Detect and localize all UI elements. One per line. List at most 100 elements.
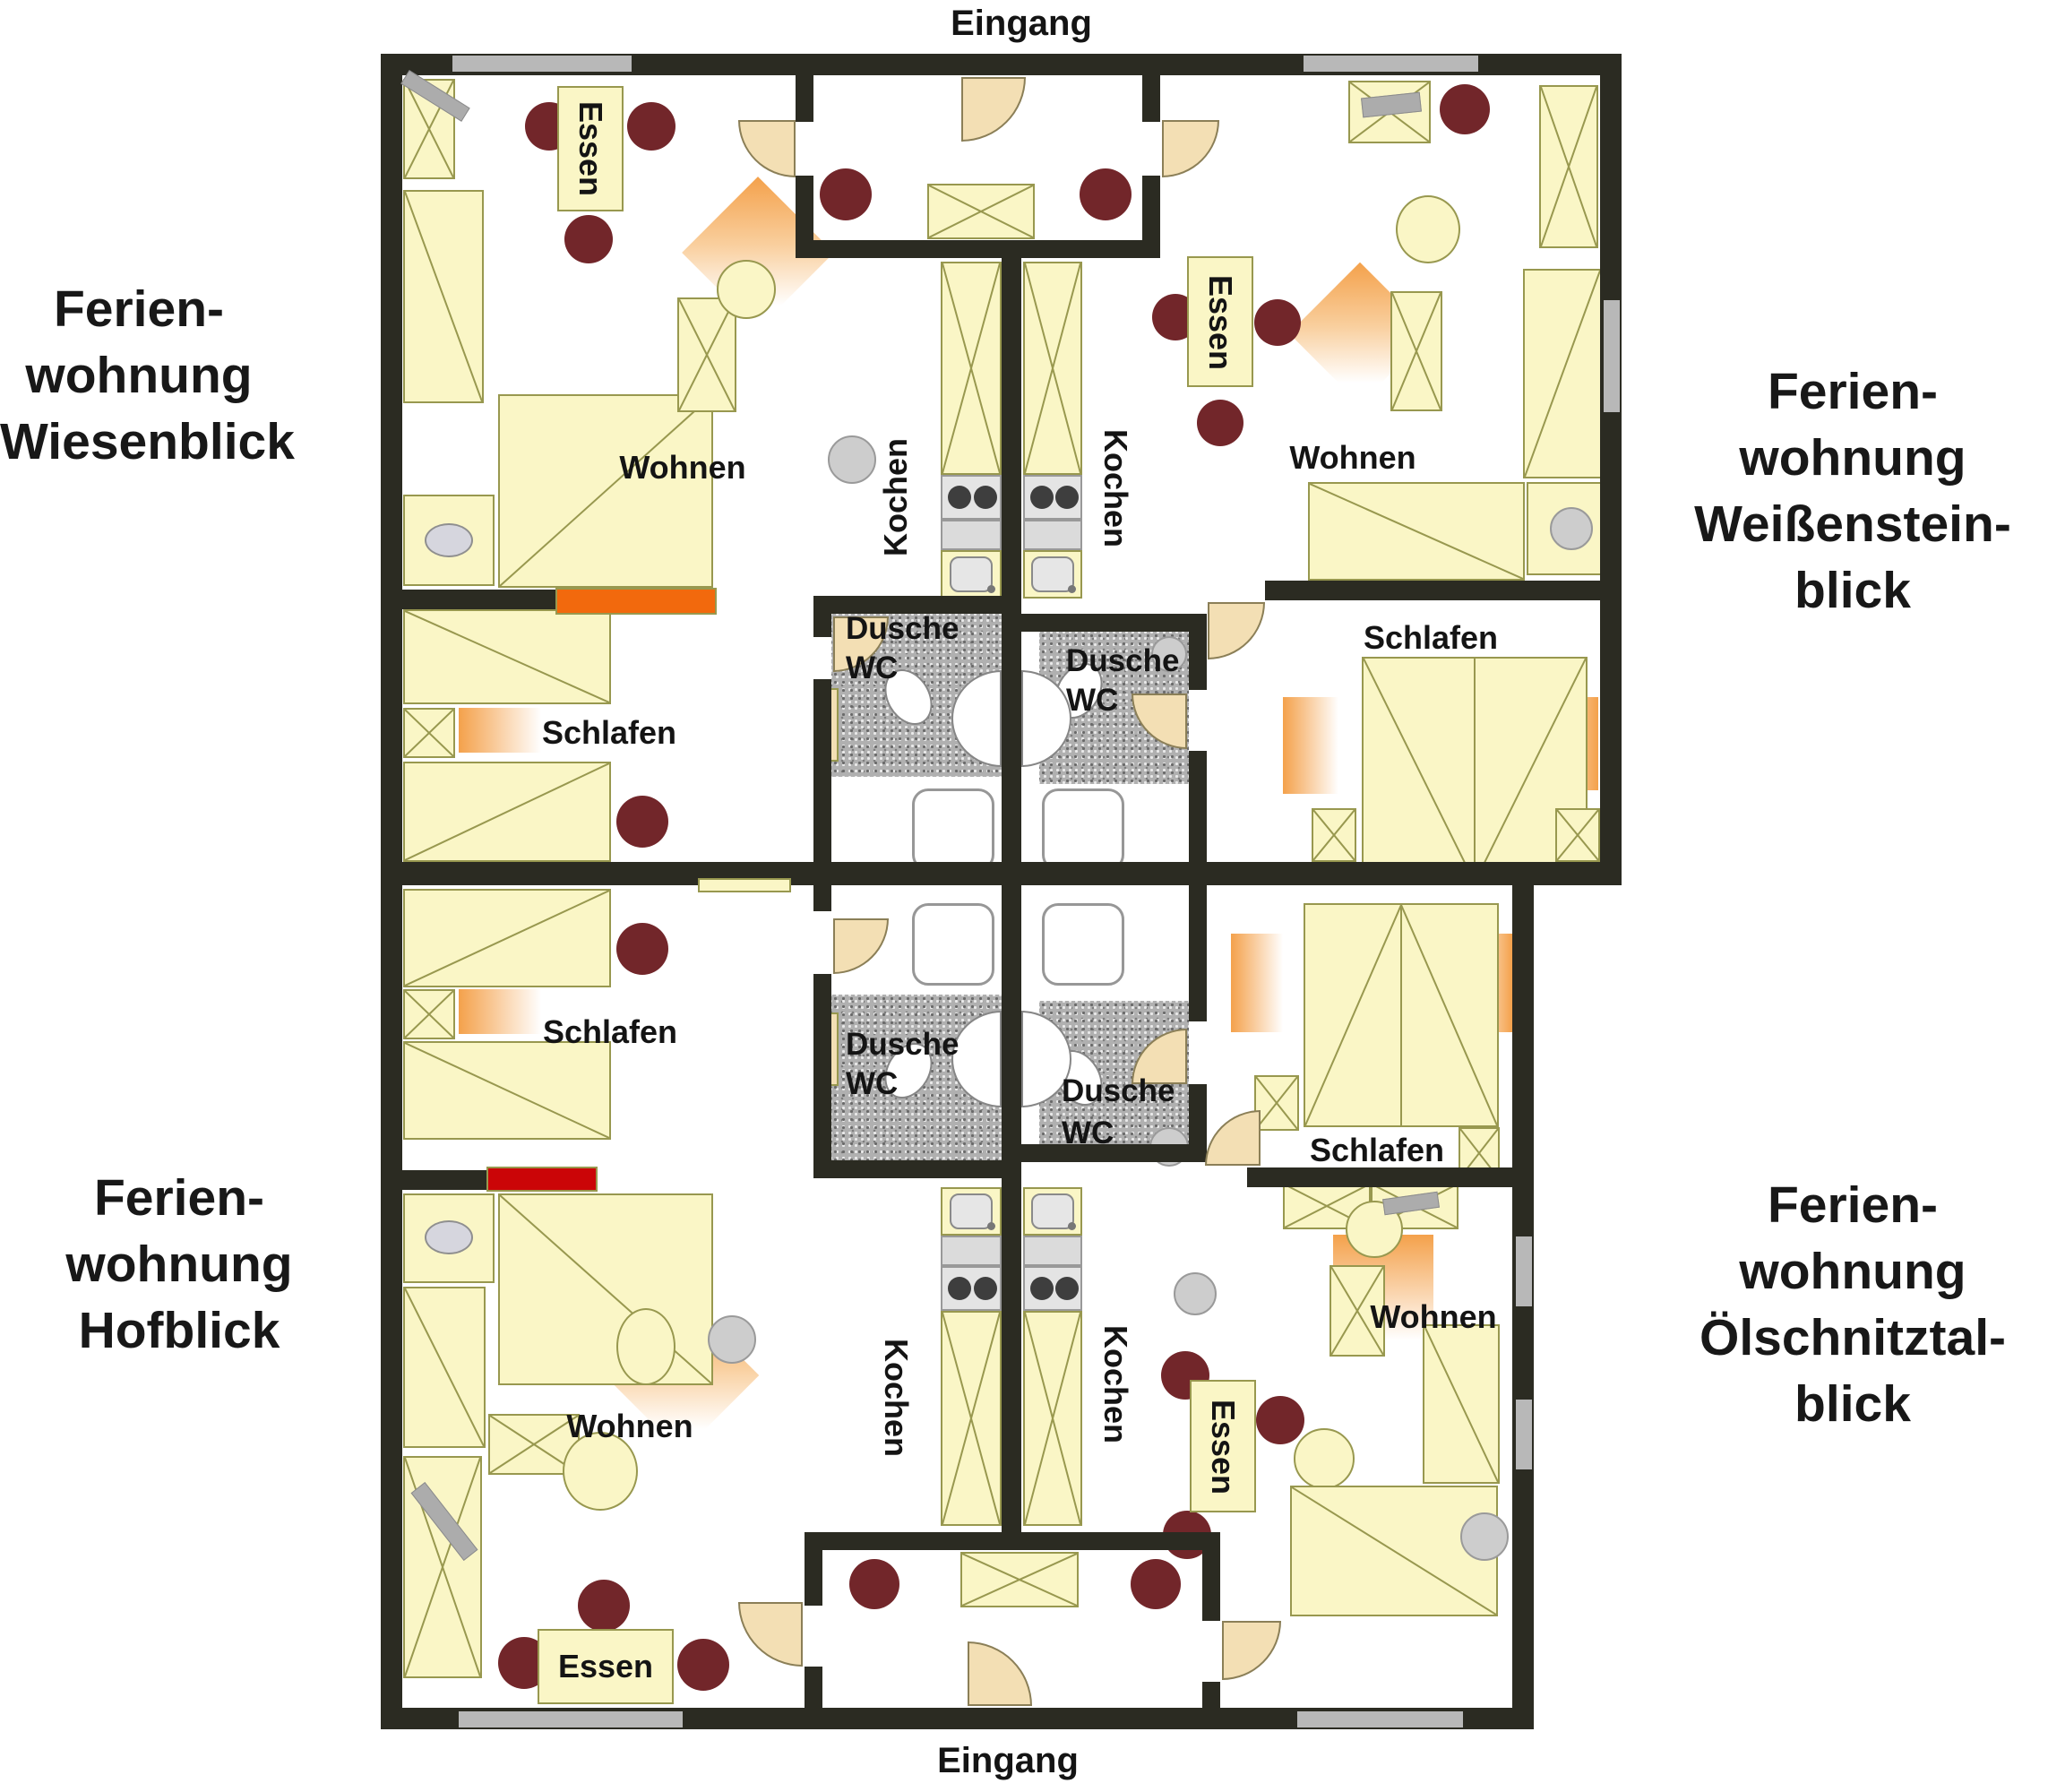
sink-drain bbox=[986, 1222, 995, 1230]
table-round bbox=[1396, 195, 1460, 263]
chair bbox=[627, 102, 675, 151]
apartment-title-hofblick: Ferien- wohnung Hofblick bbox=[27, 1165, 331, 1364]
wall bbox=[805, 1532, 1220, 1550]
wall bbox=[1189, 751, 1207, 885]
cabinet bbox=[1254, 1075, 1299, 1131]
furniture bbox=[538, 1629, 674, 1704]
chair bbox=[1256, 1396, 1304, 1444]
door-swing bbox=[1162, 120, 1219, 177]
stove bbox=[941, 475, 1002, 520]
room-label-eingang_bottom: Eingang bbox=[937, 1740, 1079, 1780]
room-label-oelschnitztal_dusche: Dusche bbox=[1062, 1073, 1175, 1108]
room-label-weissenstein_essen: Essen bbox=[1202, 274, 1239, 371]
wall bbox=[805, 1550, 822, 1606]
apartment-title-wiesenblick: Ferien- wohnung Wiesenblick bbox=[0, 276, 295, 475]
cabinet bbox=[927, 184, 1035, 239]
table-round bbox=[563, 1432, 638, 1511]
bed bbox=[403, 1287, 486, 1448]
stove-burner bbox=[1055, 1277, 1080, 1300]
room-label-weissenstein_kochen: Kochen bbox=[1097, 429, 1134, 548]
sink-basin bbox=[1031, 556, 1074, 592]
room-label-oelschnitztal_wohnen: Wohnen bbox=[1370, 1298, 1497, 1335]
wall bbox=[1142, 75, 1160, 122]
stove-burner bbox=[948, 486, 972, 509]
stove-burner bbox=[974, 1277, 998, 1300]
stove-burner bbox=[1030, 1277, 1054, 1300]
bed bbox=[403, 1041, 611, 1140]
apartment-title-line: blick bbox=[1794, 562, 1911, 620]
counter bbox=[1023, 520, 1082, 550]
door-swing bbox=[961, 77, 1026, 142]
wall bbox=[813, 596, 1021, 614]
door-swing bbox=[1208, 602, 1265, 659]
kitchen-sink bbox=[1023, 1187, 1082, 1236]
apartment-title-line: wohnung bbox=[25, 347, 253, 405]
cabinet bbox=[403, 989, 455, 1039]
double-bed bbox=[1304, 903, 1499, 1127]
sink-basin bbox=[949, 556, 994, 592]
wall bbox=[1142, 176, 1160, 258]
window-marker bbox=[1516, 1400, 1532, 1469]
bed bbox=[403, 889, 611, 987]
bed bbox=[403, 609, 611, 704]
wall bbox=[1265, 581, 1600, 600]
bed bbox=[1308, 482, 1525, 581]
shower-tray bbox=[912, 788, 994, 871]
kitchen-sink bbox=[1023, 550, 1082, 599]
cabinet bbox=[941, 1311, 1002, 1526]
furniture bbox=[698, 878, 791, 892]
cabinet bbox=[1555, 808, 1600, 862]
cabinet bbox=[941, 262, 1002, 475]
apartment-title-line: Weißenstein- bbox=[1694, 495, 2011, 554]
sink-basin bbox=[1031, 1193, 1074, 1229]
rug bbox=[1231, 934, 1283, 1032]
stove-burner bbox=[974, 486, 998, 509]
chair bbox=[564, 215, 613, 263]
washbasin bbox=[425, 523, 473, 557]
kitchen-sink bbox=[941, 550, 1002, 599]
window-marker bbox=[1516, 1236, 1532, 1306]
wall bbox=[381, 1170, 488, 1190]
stove-burner bbox=[1030, 486, 1054, 509]
bed bbox=[498, 1193, 713, 1385]
door-swing bbox=[1205, 1110, 1261, 1166]
washbasin bbox=[425, 1220, 473, 1254]
wall bbox=[1600, 54, 1622, 885]
stove-burner bbox=[1055, 486, 1080, 509]
chair bbox=[1440, 84, 1490, 134]
shower-tray bbox=[912, 903, 994, 986]
room-label-wiesenblick_wc: WC bbox=[846, 650, 899, 685]
wall bbox=[1247, 1167, 1514, 1187]
chair bbox=[578, 1580, 630, 1632]
wall bbox=[813, 1160, 1021, 1178]
wall bbox=[796, 75, 813, 122]
door-swing bbox=[833, 918, 889, 974]
apartment-title-line: Ferien- bbox=[1767, 363, 1939, 420]
cabinet bbox=[960, 1552, 1079, 1607]
room-label-weissenstein_schlafen: Schlafen bbox=[1363, 619, 1499, 656]
chair bbox=[1131, 1559, 1181, 1609]
wall bbox=[813, 885, 831, 911]
lamp bbox=[1151, 636, 1187, 672]
lamp bbox=[828, 435, 876, 484]
stove bbox=[1023, 1266, 1082, 1311]
apartment-title-line: blick bbox=[1794, 1375, 1911, 1434]
wall bbox=[381, 54, 402, 885]
room-label-wiesenblick_essen: Essen bbox=[572, 100, 609, 197]
rug bbox=[1283, 697, 1338, 794]
table-oval bbox=[616, 1308, 675, 1385]
wall bbox=[1189, 885, 1207, 1021]
window-marker bbox=[459, 1711, 683, 1727]
sink-basin bbox=[949, 1193, 994, 1229]
window-marker bbox=[1297, 1711, 1463, 1727]
sink-drain bbox=[1068, 1222, 1077, 1230]
wall bbox=[813, 679, 831, 887]
table-round bbox=[1294, 1428, 1355, 1489]
apartment-title-line: Hofblick bbox=[78, 1302, 280, 1360]
wall bbox=[813, 974, 831, 1178]
door-swing bbox=[738, 120, 796, 177]
chair bbox=[1254, 299, 1301, 346]
lamp bbox=[708, 1315, 756, 1364]
apartment-title-line: wohnung bbox=[1739, 429, 1966, 487]
cabinet bbox=[677, 297, 736, 412]
